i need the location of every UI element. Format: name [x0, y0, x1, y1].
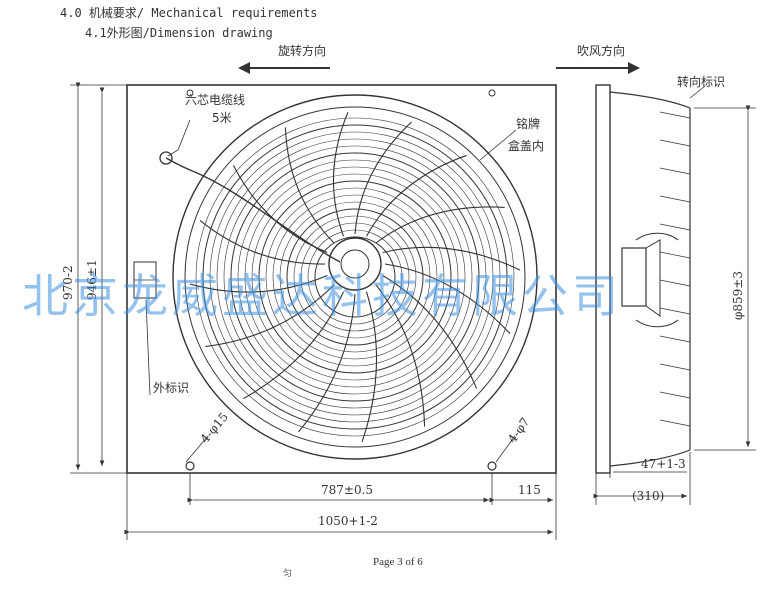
page-number: Page 3 of 6 [373, 556, 423, 568]
mounting-hole-large [186, 89, 194, 97]
side-guard-wire [659, 111, 691, 119]
height-dimension-lines [70, 82, 127, 474]
guard-ring [209, 131, 501, 423]
rotation-direction-label: 旋转方向 [278, 43, 326, 58]
total-width-dimension: 1050+1-2 [318, 514, 378, 528]
guard-ring [314, 236, 396, 318]
mounting-plate [126, 84, 557, 474]
guard-spoke [361, 291, 378, 443]
side-guard-wire [659, 307, 691, 315]
side-guard-wire [659, 391, 691, 399]
scan-mark: 匀 [283, 569, 293, 579]
guard-ring [244, 166, 466, 388]
guard-spoke [243, 291, 345, 400]
outer-height-dimension: 970-2 [61, 265, 75, 300]
rotation-mark-label: 转向标识 [677, 74, 725, 89]
guard-ring [251, 173, 459, 381]
guard-ring [237, 159, 473, 395]
hole-edge-dimension: 115 [518, 483, 541, 497]
motor-body [621, 247, 647, 307]
company-watermark: 北京龙威盛达科技有限公司 [22, 269, 622, 323]
motor-cap [340, 249, 370, 279]
side-guard-wire [659, 223, 691, 231]
large-hole-dimension: 4-φ15 [198, 410, 231, 446]
guard-ring [293, 215, 417, 339]
guard-ring [223, 145, 487, 409]
guard-ring [286, 208, 424, 346]
side-dimension-lines [593, 105, 756, 505]
side-guard-wire [659, 139, 691, 147]
guard-spoke [297, 293, 356, 433]
cable-gland [159, 151, 173, 165]
guard-spoke [384, 263, 511, 334]
guard-spoke [375, 284, 426, 427]
guard-spoke [365, 154, 467, 237]
depth-dimension: (310) [632, 489, 664, 503]
airflow-direction-label: 吹风方向 [577, 43, 625, 58]
cable-length-label: 5米 [212, 111, 232, 125]
hole-spacing-dimension: 787±0.5 [321, 483, 373, 497]
guard-diameter-dimension: φ859±3 [731, 271, 745, 320]
guard-spoke [199, 219, 326, 265]
fan-guard-grille [195, 117, 515, 437]
cable-label: 六芯电缆线 [185, 93, 245, 107]
guard-ring [195, 117, 515, 437]
side-guard-wires [659, 111, 691, 427]
rotation-arrow-icon [238, 62, 330, 74]
side-mounting-plate [595, 84, 611, 474]
fan-guard-spokes [190, 111, 521, 443]
nameplate-label: 铭牌 [516, 116, 540, 131]
guard-spoke [382, 275, 478, 389]
section-heading: 4.0 机械要求/ Mechanical requirements [60, 6, 318, 20]
guard-spoke [205, 284, 335, 348]
small-hole-dimension: 4-φ7 [505, 415, 532, 446]
six-core-cable [165, 157, 341, 263]
offset-47-dimension: 47+1-3 [641, 457, 686, 471]
guard-ring [300, 222, 410, 332]
guard-spoke [332, 111, 349, 237]
guard-spoke [354, 121, 412, 235]
nameplate-location-label: 盒盖内 [508, 138, 544, 153]
front-view [126, 84, 557, 474]
side-guard-wire [659, 251, 691, 259]
side-guard-wire [659, 279, 691, 287]
guard-ring [272, 194, 438, 360]
shroud-outer-ring [172, 94, 538, 460]
mounting-hole-large [487, 461, 497, 471]
guard-spoke [375, 206, 505, 244]
outer-marking-label: 外标识 [153, 381, 189, 395]
guard-ring [230, 152, 480, 402]
guard-ring [258, 180, 452, 374]
side-view [595, 84, 706, 474]
side-guard-wire [659, 335, 691, 343]
mounting-hole-large [185, 461, 195, 471]
guard-ring [265, 187, 445, 367]
guard-ring [216, 138, 494, 416]
guard-spoke [284, 127, 335, 244]
side-guard-wire [659, 195, 691, 203]
inner-height-dimension: 946±1 [85, 259, 99, 300]
subsection-heading: 4.1外形图/Dimension drawing [85, 26, 273, 40]
width-dimension-lines [124, 473, 557, 540]
shroud-inner-ring [184, 106, 526, 448]
guard-ring [202, 124, 508, 430]
guard-spoke [190, 274, 328, 293]
airflow-arrow-icon [556, 62, 640, 74]
guard-spoke [382, 246, 521, 271]
side-guard-wire [659, 419, 691, 427]
motor-hub [328, 237, 382, 291]
side-guard-wire [659, 167, 691, 175]
mounting-hole-large [488, 89, 496, 97]
side-guard-wire [659, 363, 691, 371]
